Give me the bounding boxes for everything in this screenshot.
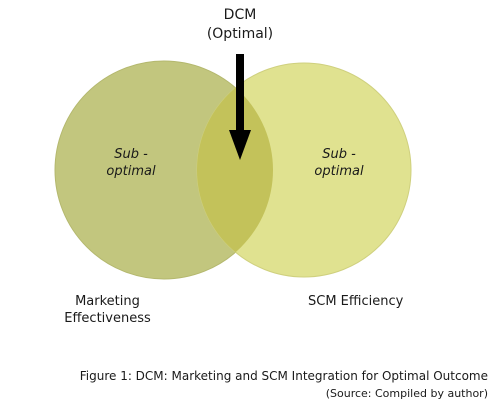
figure-source: (Source: Compiled by author) [325, 387, 488, 400]
right-suboptimal-line1: Sub - [322, 147, 356, 162]
right-suboptimal-line2: optimal [314, 164, 364, 179]
figure-caption: Figure 1: DCM: Marketing and SCM Integra… [79, 369, 488, 383]
optimal-label: (Optimal) [206, 26, 274, 42]
dcm-label: DCM [223, 7, 257, 23]
dcm-optimal-label: DCM (Optimal) [200, 6, 280, 44]
marketing-label-line1: Marketing [75, 294, 140, 309]
marketing-effectiveness-label: Marketing Effectiveness [60, 293, 155, 327]
left-suboptimal-label: Sub - optimal [96, 146, 166, 180]
left-suboptimal-line1: Sub - [114, 147, 148, 162]
dcm-overlap-region [197, 63, 273, 277]
marketing-label-line2: Effectiveness [64, 311, 151, 326]
down-arrow-icon [229, 54, 251, 160]
scm-efficiency-label: SCM Efficiency [308, 294, 404, 309]
left-suboptimal-line2: optimal [106, 164, 156, 179]
right-suboptimal-label: Sub - optimal [304, 146, 374, 180]
venn-diagram [54, 54, 412, 280]
